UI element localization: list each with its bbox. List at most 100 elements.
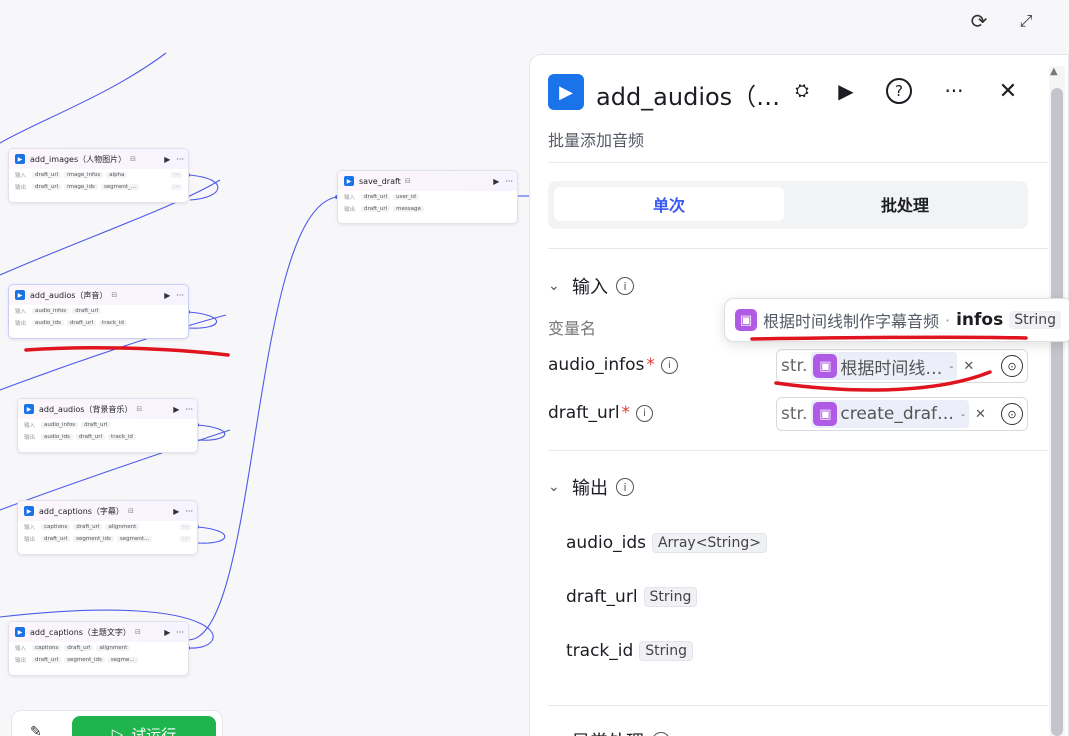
info-icon[interactable]: i <box>616 478 634 496</box>
scroll-up-icon[interactable]: ▲ <box>1050 66 1058 77</box>
node-title: add_captions（主题文字） <box>30 627 131 637</box>
run-node-icon[interactable]: ▶ <box>164 154 171 164</box>
param-pill: draft_url <box>32 657 62 663</box>
info-icon[interactable]: i <box>652 732 670 736</box>
info-icon[interactable]: i <box>636 404 654 422</box>
more-icon[interactable]: ··· <box>176 290 184 300</box>
plugin-icon: ▶ <box>15 154 25 164</box>
output-label: 输出 <box>24 435 36 441</box>
run-node-icon[interactable]: ▶ <box>173 506 180 516</box>
refresh-icon[interactable]: ⟳ <box>970 9 988 33</box>
tooltip-separator: · <box>945 310 951 330</box>
debug-icon[interactable]: ⛭ <box>795 81 809 101</box>
param-pill: captions <box>32 645 62 651</box>
param-pill: captions <box>41 524 71 530</box>
param-pill: draft_url <box>32 172 62 178</box>
more-icon[interactable]: ··· <box>185 404 193 414</box>
output-track-id: track_id String <box>566 641 694 661</box>
node-badge: ⊟ <box>111 291 118 299</box>
audio-infos-ref-input[interactable]: str. ▣根据时间线…- ✕ ⊙ <box>776 349 1028 383</box>
chevron-down-icon: ⌄ <box>548 479 560 495</box>
help-icon[interactable]: ? <box>886 78 912 104</box>
param-pill: alignment <box>105 524 140 530</box>
ref-chip[interactable]: ▣根据时间线…- <box>811 352 958 380</box>
node-badge: ⊟ <box>136 405 143 413</box>
type-tag: String <box>643 587 698 607</box>
param-pill: draft_url <box>75 434 106 440</box>
info-icon[interactable]: i <box>660 356 678 374</box>
tool-icon[interactable]: ✎ <box>30 724 42 736</box>
output-name: track_id <box>566 641 634 661</box>
more-icon[interactable]: ··· <box>176 154 184 164</box>
node-badge: ⊟ <box>127 507 134 515</box>
type-tag: Array<String> <box>651 533 767 553</box>
param-pill: draft_url <box>72 308 102 314</box>
run-node-icon[interactable]: ▶ <box>164 290 171 300</box>
param-pill: segment_... <box>100 184 140 190</box>
variable-picker-icon[interactable]: ⊙ <box>1001 355 1023 377</box>
param-pill: draft_url <box>66 320 97 326</box>
clear-icon[interactable]: ✕ <box>963 358 975 374</box>
close-icon[interactable]: ✕ <box>998 78 1018 104</box>
output-section-header[interactable]: ⌄ 输出 i <box>548 474 634 500</box>
param-pill: draft_url <box>361 206 391 212</box>
param-pill: alignment <box>96 645 131 651</box>
more-params-icon: ··· <box>170 172 182 178</box>
more-icon[interactable]: ··· <box>944 79 964 103</box>
output-name: audio_ids <box>566 533 646 553</box>
tab-batch[interactable]: 批处理 <box>880 196 929 215</box>
run-mode-tabs: 单次 批处理 <box>548 181 1028 229</box>
input-section-header[interactable]: ⌄ 输入 i <box>548 273 634 299</box>
type-tag: String <box>639 641 694 661</box>
chevron-down-icon: ⌄ <box>548 278 560 294</box>
input-label: 输入 <box>15 646 27 652</box>
required-mark: * <box>621 403 631 423</box>
ref-tail: - <box>949 359 954 373</box>
node-title: add_images（人物图片） <box>30 154 127 164</box>
tab-single[interactable]: 单次 <box>554 187 784 221</box>
draft-url-ref-input[interactable]: str. ▣create_draf…- ✕ ⊙ <box>776 397 1028 431</box>
ref-text: 根据时间线… <box>840 358 943 379</box>
more-icon[interactable]: ··· <box>185 506 193 516</box>
panel-description: 批量添加音频 <box>548 131 645 150</box>
param-pill: draft_url <box>81 422 111 428</box>
run-node-icon[interactable]: ▶ <box>493 176 500 186</box>
param-pill: audio_infos <box>32 308 70 314</box>
expand-icon[interactable]: ⤢ <box>1019 11 1033 30</box>
tooltip-source: 根据时间线制作字幕音频 <box>763 312 940 331</box>
run-node-icon[interactable]: ▶ <box>173 404 180 414</box>
output-label: 输出 <box>15 321 27 327</box>
test-run-label: 试运行 <box>131 725 177 736</box>
run-icon[interactable]: ▶ <box>838 79 854 103</box>
input-label: 输入 <box>24 423 36 429</box>
exception-section-header[interactable]: ⌄ 异常处理 i <box>548 728 670 736</box>
divider <box>548 450 1048 451</box>
param-pill: track_id <box>108 434 136 440</box>
cube-icon: ▣ <box>813 402 838 426</box>
more-icon[interactable]: ··· <box>176 627 184 637</box>
input-label: 输入 <box>15 309 27 315</box>
more-icon[interactable]: ··· <box>505 176 513 186</box>
clear-icon[interactable]: ✕ <box>975 406 986 422</box>
test-run-button[interactable]: ▷试运行 <box>72 716 216 736</box>
output-label: 输出 <box>344 207 356 213</box>
panel-title[interactable]: add_audios（… <box>596 83 781 111</box>
param-pill: message <box>393 206 424 212</box>
node-title: save_draft <box>359 176 401 186</box>
run-node-icon[interactable]: ▶ <box>164 627 171 637</box>
param-pill: alpha <box>106 172 128 178</box>
param-pill: audio_ids <box>32 320 64 326</box>
scrollbar-thumb[interactable] <box>1051 88 1063 736</box>
param-pill: segment_ids <box>64 657 105 663</box>
info-icon[interactable]: i <box>616 277 634 295</box>
output-label: 输出 <box>24 537 36 543</box>
ref-chip[interactable]: ▣create_draf…- <box>811 400 969 428</box>
variable-picker-icon[interactable]: ⊙ <box>1001 403 1023 425</box>
